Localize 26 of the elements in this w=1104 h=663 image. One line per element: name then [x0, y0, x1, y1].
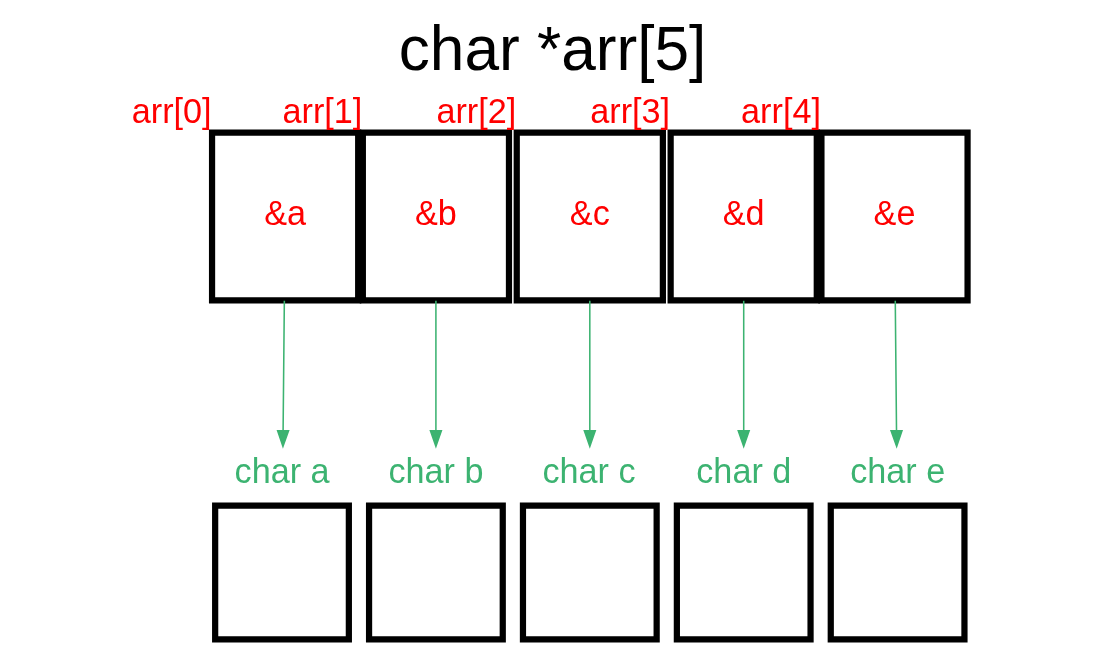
node-label: arr[4]	[740, 91, 821, 130]
node-box	[365, 502, 506, 643]
arrow	[428, 300, 442, 449]
node-label: char c	[541, 452, 635, 491]
node-box: &c	[513, 129, 666, 304]
node-label: arr[1]	[282, 91, 362, 130]
node-box	[211, 502, 352, 643]
node-box	[827, 502, 968, 643]
node-box: &e	[817, 129, 971, 304]
node-box	[519, 502, 660, 643]
arrow	[736, 300, 750, 449]
arrow	[889, 300, 903, 449]
diagram-title: char *arr[5]	[398, 14, 706, 84]
node-box: &d	[667, 129, 820, 304]
node-label: char d	[695, 452, 791, 491]
node-label: char a	[234, 452, 330, 491]
node-box: &b	[359, 129, 512, 304]
node-box: &a	[208, 129, 361, 304]
node-label: arr[0]	[131, 91, 212, 130]
node-label: char b	[388, 452, 484, 491]
node-box	[673, 502, 814, 643]
node-label: arr[3]	[589, 91, 670, 130]
arrow	[276, 300, 290, 449]
node-label: arr[2]	[435, 91, 516, 130]
arrow	[582, 300, 596, 449]
node-label: char e	[849, 452, 945, 491]
